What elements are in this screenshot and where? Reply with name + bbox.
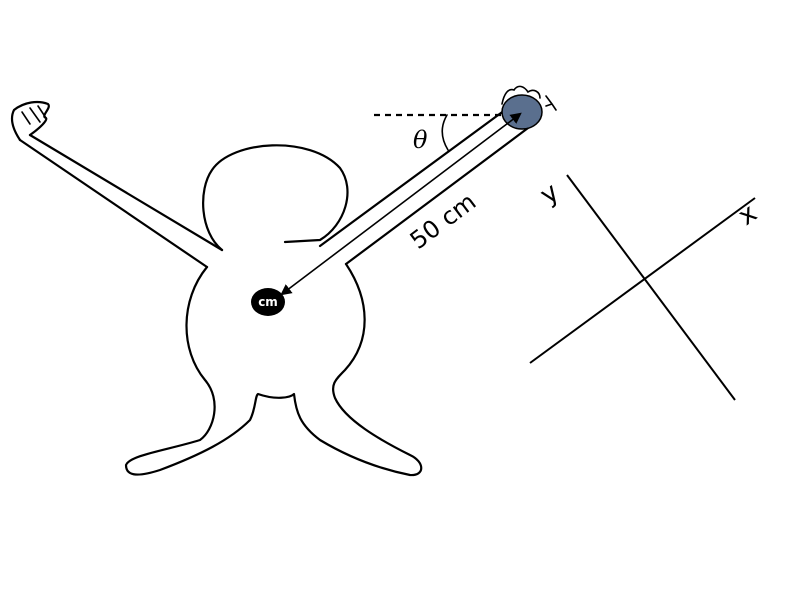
figure-left-hand	[10, 100, 50, 142]
distance-arrow	[280, 112, 522, 296]
center-of-mass-label: cm	[258, 295, 278, 309]
figure-left-fingers	[21, 105, 47, 125]
x-axis-line	[529, 197, 756, 364]
angle-label: θ	[413, 126, 428, 154]
figure-right-arm-lower	[344, 126, 530, 266]
distance-label: 50 cm	[405, 187, 482, 254]
figure-left-arm	[28, 133, 224, 252]
y-axis-label: y	[535, 177, 565, 210]
center-of-mass-dot	[251, 288, 285, 316]
angle-arc	[441, 114, 449, 151]
figure-right-fingers	[501, 85, 557, 111]
figure-torso	[124, 262, 423, 477]
figure-left-arm-lower	[18, 138, 209, 269]
figure-head	[202, 144, 349, 252]
y-axis-line	[566, 174, 736, 401]
x-axis-label: x	[733, 198, 763, 231]
